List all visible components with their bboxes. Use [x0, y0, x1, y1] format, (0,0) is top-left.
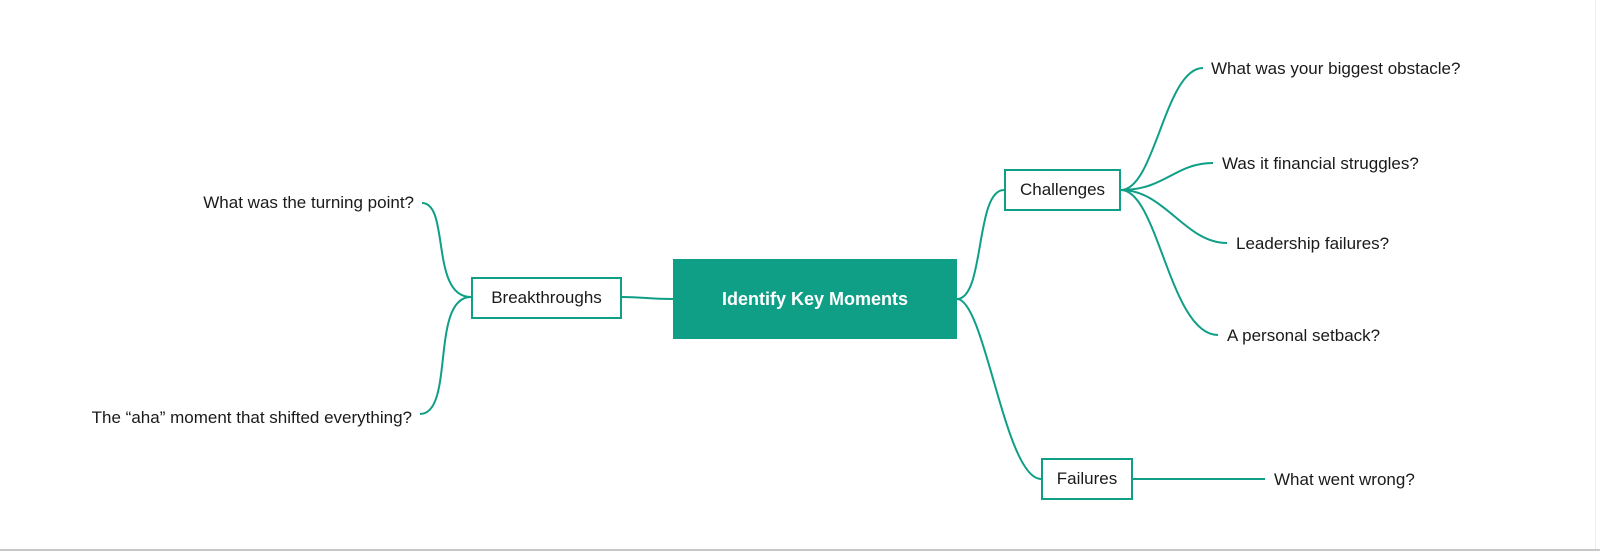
- link-central-challenges: [956, 189, 1005, 300]
- leaf-aha-moment[interactable]: The “aha” moment that shifted everything…: [30, 407, 412, 429]
- branch-failures-label: Failures: [1056, 469, 1118, 488]
- link-breakthroughs-aha: [419, 296, 472, 415]
- link-challenges-setback: [1120, 189, 1219, 336]
- leaf-aha-moment-label: The “aha” moment that shifted everything…: [91, 408, 412, 427]
- link-challenges-leadership: [1120, 189, 1228, 244]
- branch-challenges-label: Challenges: [1019, 180, 1106, 199]
- leaf-biggest-obstacle-label: What was your biggest obstacle?: [1211, 59, 1461, 78]
- canvas-bottom-rule: [0, 549, 1600, 551]
- link-breakthroughs-turning-point: [421, 202, 472, 298]
- leaf-financial-struggles-label: Was it financial struggles?: [1222, 154, 1419, 173]
- leaf-what-went-wrong[interactable]: What went wrong?: [1274, 469, 1415, 491]
- leaf-what-went-wrong-label: What went wrong?: [1274, 470, 1415, 489]
- canvas-right-edge: [1595, 0, 1596, 549]
- branch-failures[interactable]: Failures: [1041, 458, 1133, 500]
- branch-breakthroughs[interactable]: Breakthroughs: [471, 277, 622, 319]
- leaf-biggest-obstacle[interactable]: What was your biggest obstacle?: [1211, 58, 1460, 80]
- link-central-breakthroughs: [621, 296, 674, 300]
- central-node[interactable]: Identify Key Moments: [673, 259, 957, 339]
- central-node-label: Identify Key Moments: [721, 288, 909, 309]
- leaf-turning-point[interactable]: What was the turning point?: [100, 192, 414, 214]
- branch-challenges[interactable]: Challenges: [1004, 169, 1121, 211]
- branch-breakthroughs-label: Breakthroughs: [491, 288, 602, 307]
- link-central-failures: [956, 298, 1042, 480]
- leaf-financial-struggles[interactable]: Was it financial struggles?: [1222, 153, 1419, 175]
- leaf-personal-setback[interactable]: A personal setback?: [1227, 325, 1380, 347]
- link-challenges-financial: [1120, 162, 1214, 191]
- leaf-personal-setback-label: A personal setback?: [1227, 326, 1381, 345]
- leaf-leadership-failures-label: Leadership failures?: [1236, 234, 1390, 253]
- link-challenges-obstacle: [1120, 67, 1204, 191]
- leaf-leadership-failures[interactable]: Leadership failures?: [1236, 233, 1389, 255]
- leaf-turning-point-label: What was the turning point?: [203, 193, 414, 212]
